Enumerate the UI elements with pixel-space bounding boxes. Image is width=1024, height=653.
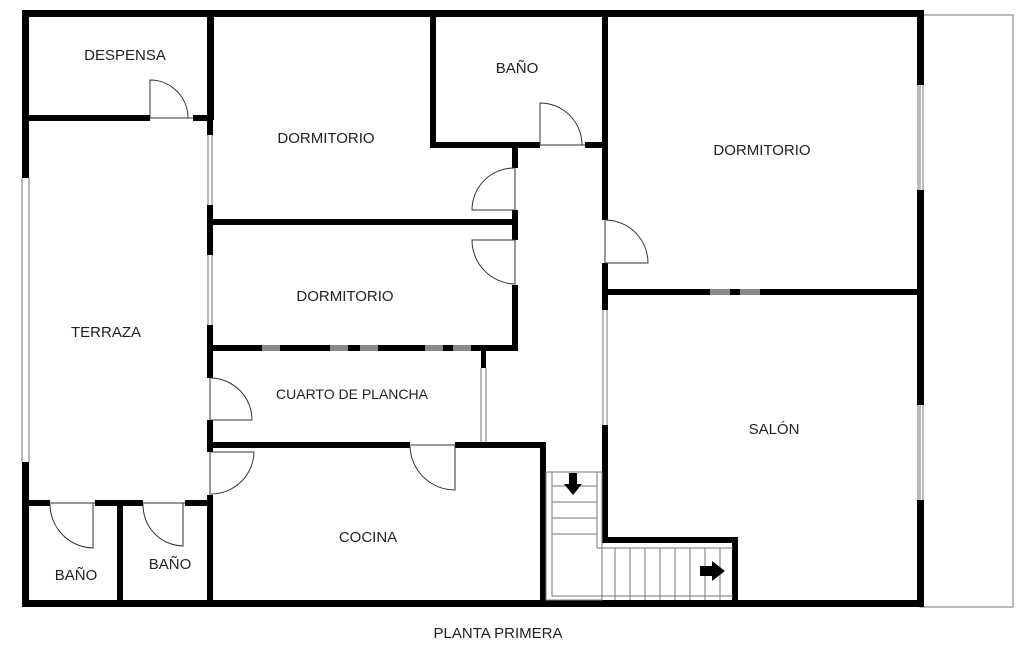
balcony-outline — [919, 14, 1014, 608]
room-label-bano: BAÑO — [55, 567, 98, 584]
room-label-bano: BAÑO — [149, 556, 192, 573]
windows — [21, 85, 924, 500]
plan-title: PLANTA PRIMERA — [434, 625, 563, 642]
room-label-terraza: TERRAZA — [71, 324, 141, 341]
room-label-cocina: COCINA — [339, 529, 397, 546]
staircase — [545, 471, 733, 601]
room-labels: DESPENSA DORMITORIO BAÑO DORMITORIO DORM… — [55, 47, 811, 642]
room-label-dormitorio: DORMITORIO — [713, 142, 810, 159]
arrow-right-icon — [700, 561, 725, 581]
room-label-despensa: DESPENSA — [84, 47, 166, 64]
room-label-salon: SALÓN — [749, 421, 800, 438]
room-label-dormitorio: DORMITORIO — [277, 130, 374, 147]
doors — [49, 79, 649, 549]
room-label-bano: BAÑO — [496, 60, 539, 77]
walls — [22, 10, 924, 607]
arrow-down-icon — [564, 473, 582, 495]
room-label-dormitorio: DORMITORIO — [296, 288, 393, 305]
room-label-cuarto-de-plancha: CUARTO DE PLANCHA — [276, 386, 429, 402]
